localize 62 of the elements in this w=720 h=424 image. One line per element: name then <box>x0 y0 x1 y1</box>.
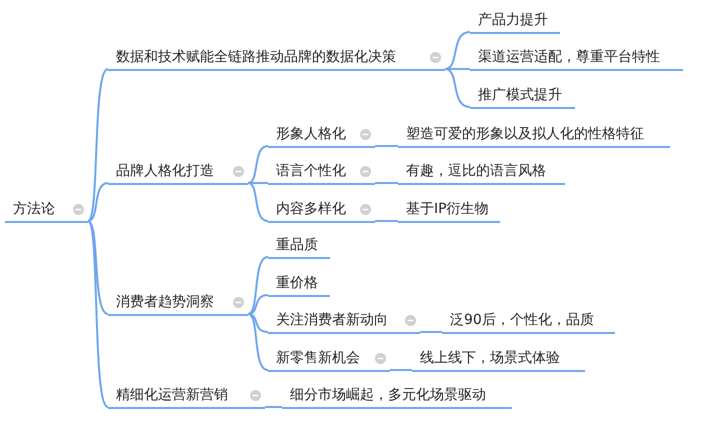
topic-node <box>470 47 683 71</box>
topic-text: 重价格 <box>276 274 318 292</box>
topic-text: 基于IP衍生物 <box>406 200 489 218</box>
topic-node <box>268 199 375 223</box>
topic-node <box>282 385 512 409</box>
branch-line <box>444 68 470 108</box>
topic-text: 塑造可爱的形象以及拟人化的性格特征 <box>406 125 644 143</box>
topic-text: 线上线下，场景式体验 <box>420 349 560 367</box>
topic-node <box>268 348 390 372</box>
topic-text: 重品质 <box>276 236 318 254</box>
branch-line <box>87 68 109 222</box>
topic-node <box>108 292 248 316</box>
branch-line <box>390 369 412 371</box>
topic-text: 形象人格化 <box>276 125 346 143</box>
topic-text: 新零售新机会 <box>276 349 360 367</box>
topic-text: 推广模式提升 <box>478 86 562 104</box>
topic-node <box>268 310 420 334</box>
branch-line <box>248 313 268 371</box>
topic-text: 数据和技术赋能全链路推动品牌的数据化决策 <box>116 48 396 66</box>
topic-node <box>268 235 330 259</box>
topic-text: 细分市场崛起，多元化场景驱动 <box>290 386 486 404</box>
topic-node <box>398 199 500 223</box>
branch-line <box>248 256 268 315</box>
topic-text: 内容多样化 <box>276 200 346 218</box>
topic-text: 消费者趋势洞察 <box>116 293 214 311</box>
topic-node <box>5 199 88 223</box>
branch-line <box>88 182 108 222</box>
topic-text: 方法论 <box>13 200 55 218</box>
topic-node <box>442 310 615 334</box>
topic-text: 语言个性化 <box>276 162 346 180</box>
branch-line <box>375 145 398 147</box>
topic-text: 关注消费者新动向 <box>276 311 388 329</box>
branch-line <box>444 31 470 70</box>
topic-text: 泛90后，个性化，品质 <box>450 311 594 329</box>
branch-line <box>248 145 268 184</box>
topic-node <box>398 124 670 148</box>
branch-line <box>248 294 268 315</box>
branch-line <box>445 68 470 70</box>
topic-node <box>108 385 265 409</box>
topic-node <box>268 161 375 185</box>
branch-line <box>87 220 109 408</box>
topic-text: 精细化运营新营销 <box>116 386 228 404</box>
branch-line <box>265 406 282 408</box>
topic-node <box>412 348 585 372</box>
branch-line <box>420 331 442 333</box>
branch-line <box>87 220 108 315</box>
topic-text: 品牌人格化打造 <box>116 162 214 180</box>
topic-node <box>268 124 375 148</box>
topic-node <box>398 161 565 185</box>
topic-text: 产品力提升 <box>478 11 548 29</box>
branch-line <box>375 220 398 222</box>
branch-line <box>248 182 268 184</box>
topic-text: 有趣，逗比的语言风格 <box>406 162 546 180</box>
topic-node <box>470 85 575 109</box>
topic-node <box>108 161 248 185</box>
branch-line <box>248 182 268 222</box>
branch-line <box>375 182 398 184</box>
topic-node <box>268 273 330 297</box>
topic-node <box>470 10 560 34</box>
topic-text: 渠道运营适配，尊重平台特性 <box>478 48 660 66</box>
topic-node <box>108 47 445 71</box>
branch-line <box>248 313 268 333</box>
